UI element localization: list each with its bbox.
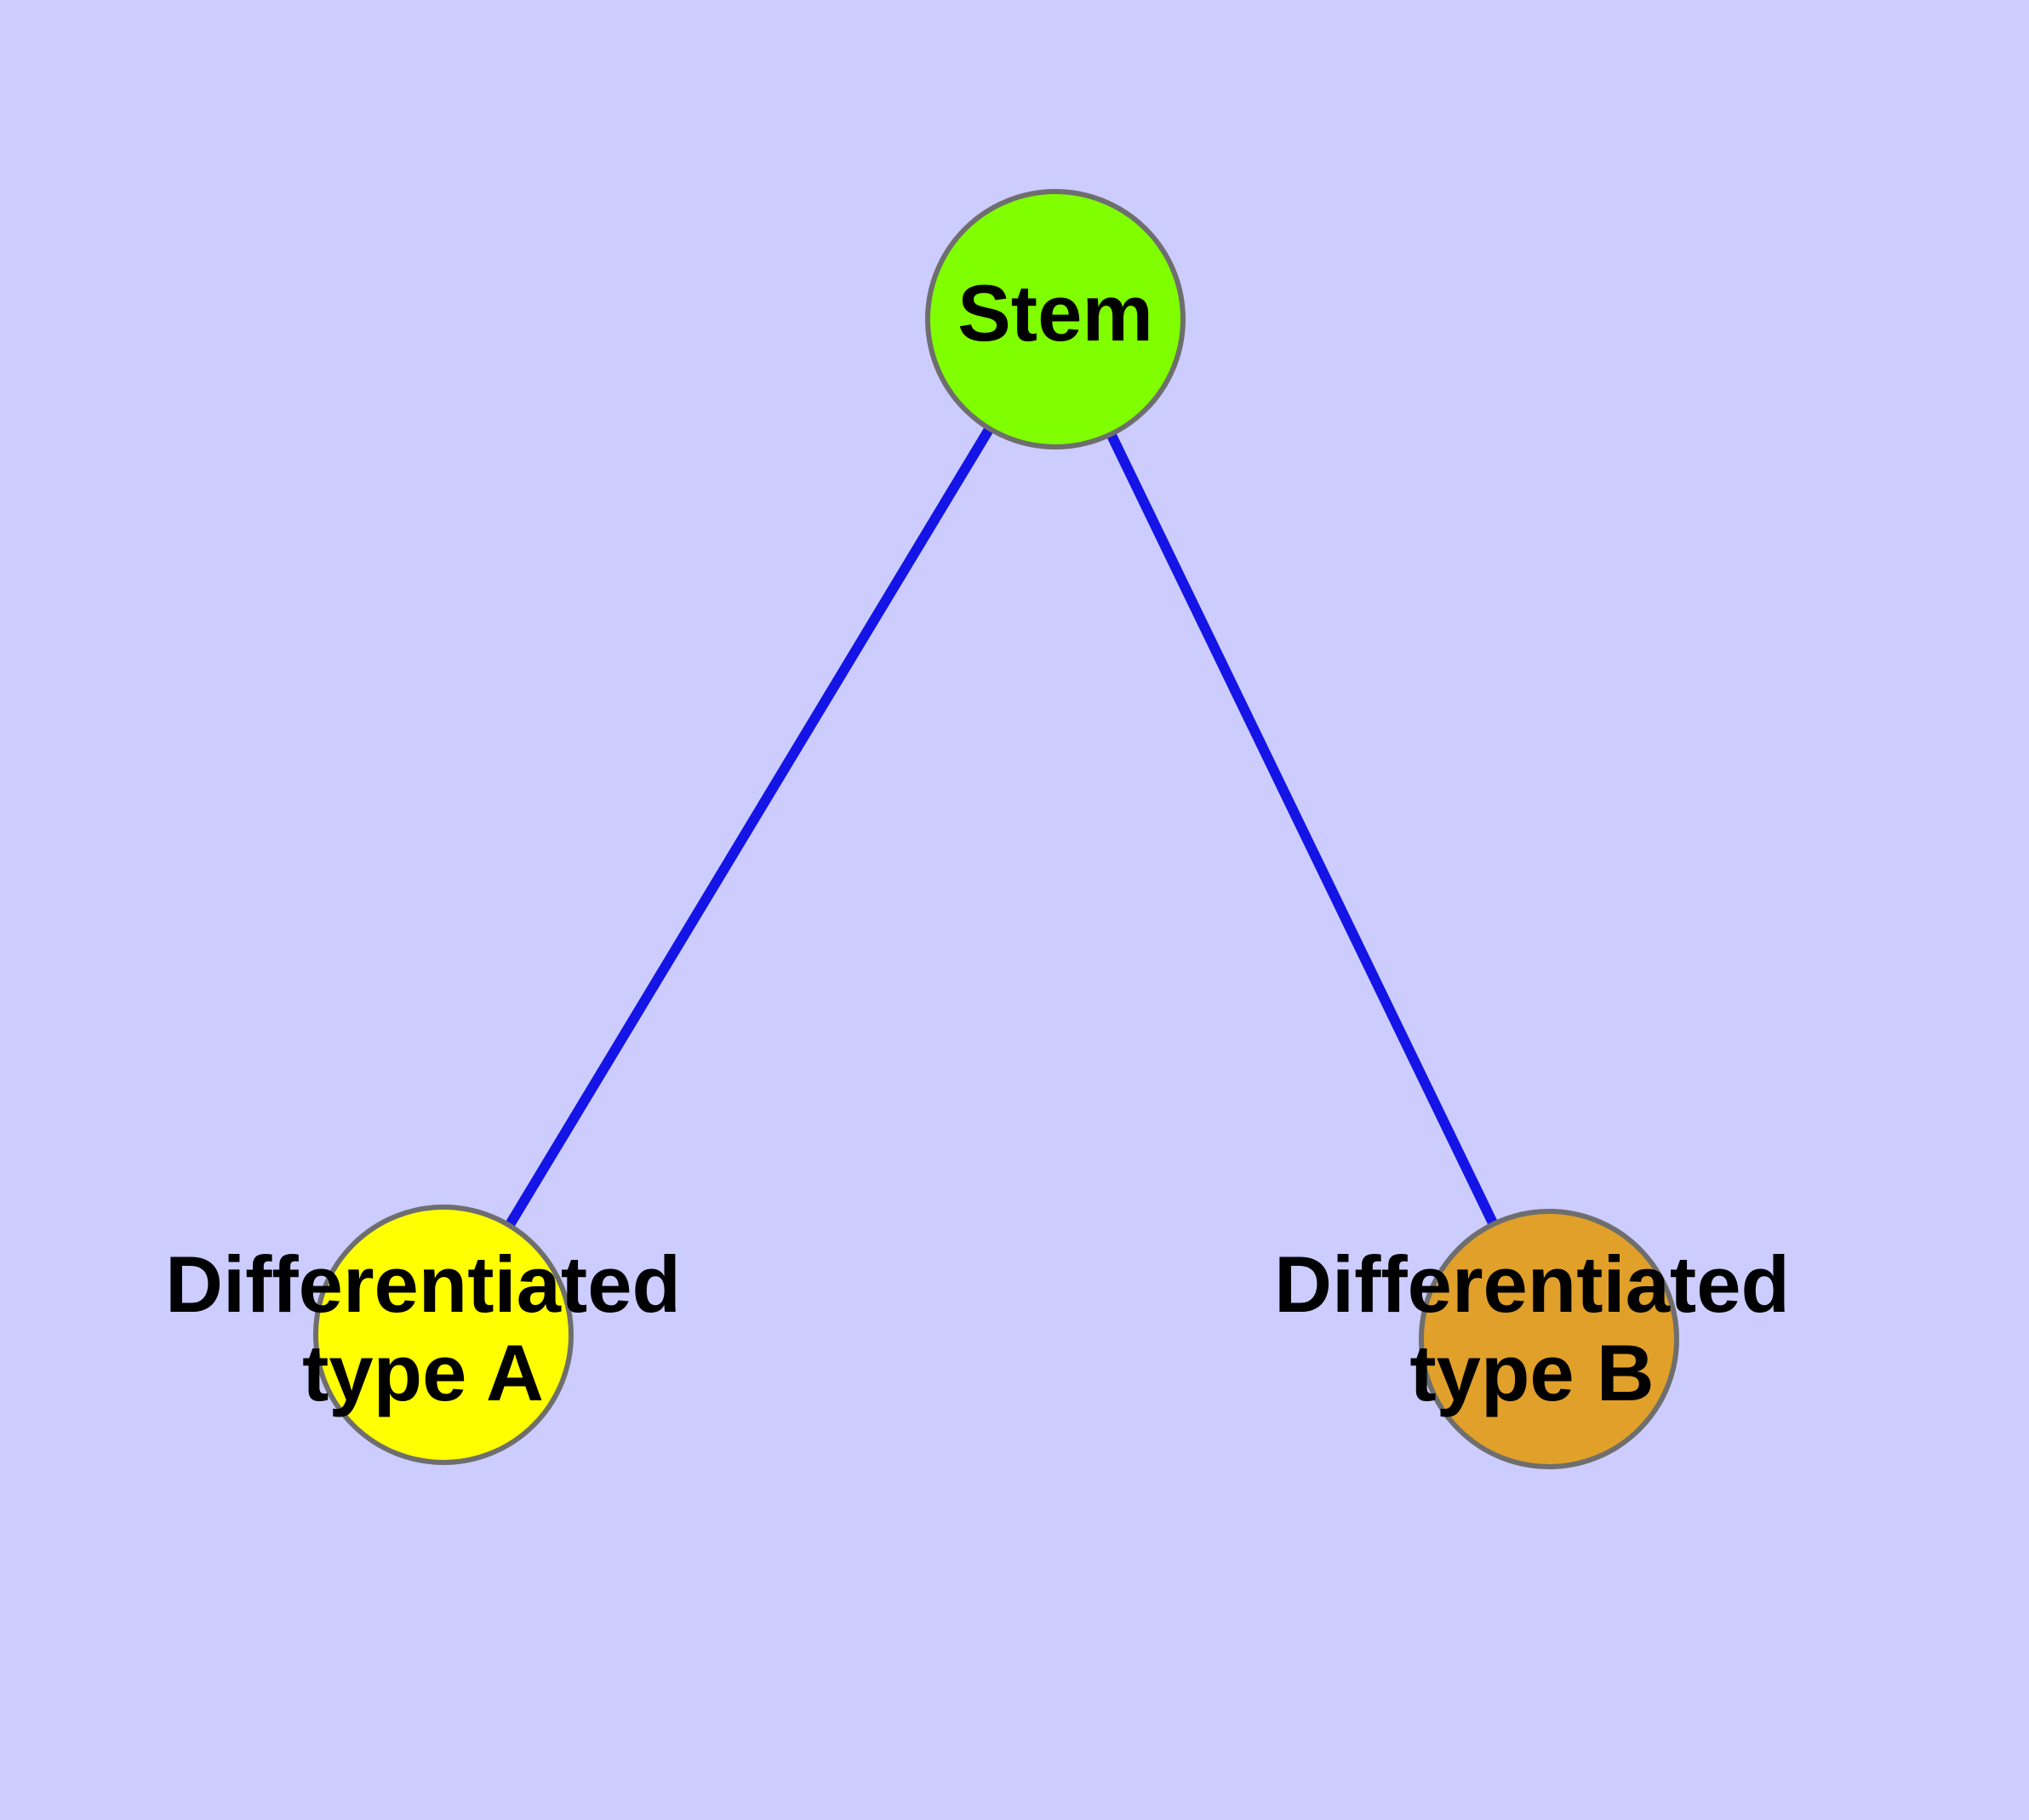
graph-node-diff-b[interactable] [1419, 1209, 1679, 1469]
graph-edge[interactable] [1050, 317, 1554, 1342]
node-label-line: Stem [957, 268, 1153, 358]
node-label-line: Differentiated [165, 1239, 681, 1329]
graph-edge[interactable] [438, 316, 1060, 1338]
graph-node-stem[interactable] [925, 189, 1186, 449]
node-label-line: Differentiated [1274, 1239, 1790, 1329]
nodes-layer [313, 189, 1679, 1469]
node-label-line: type A [302, 1328, 544, 1417]
graph-node-diff-a[interactable] [313, 1205, 574, 1465]
edges-layer [438, 316, 1554, 1342]
node-label-line: type B [1409, 1328, 1654, 1417]
node-label-stem: Stem [957, 268, 1153, 358]
